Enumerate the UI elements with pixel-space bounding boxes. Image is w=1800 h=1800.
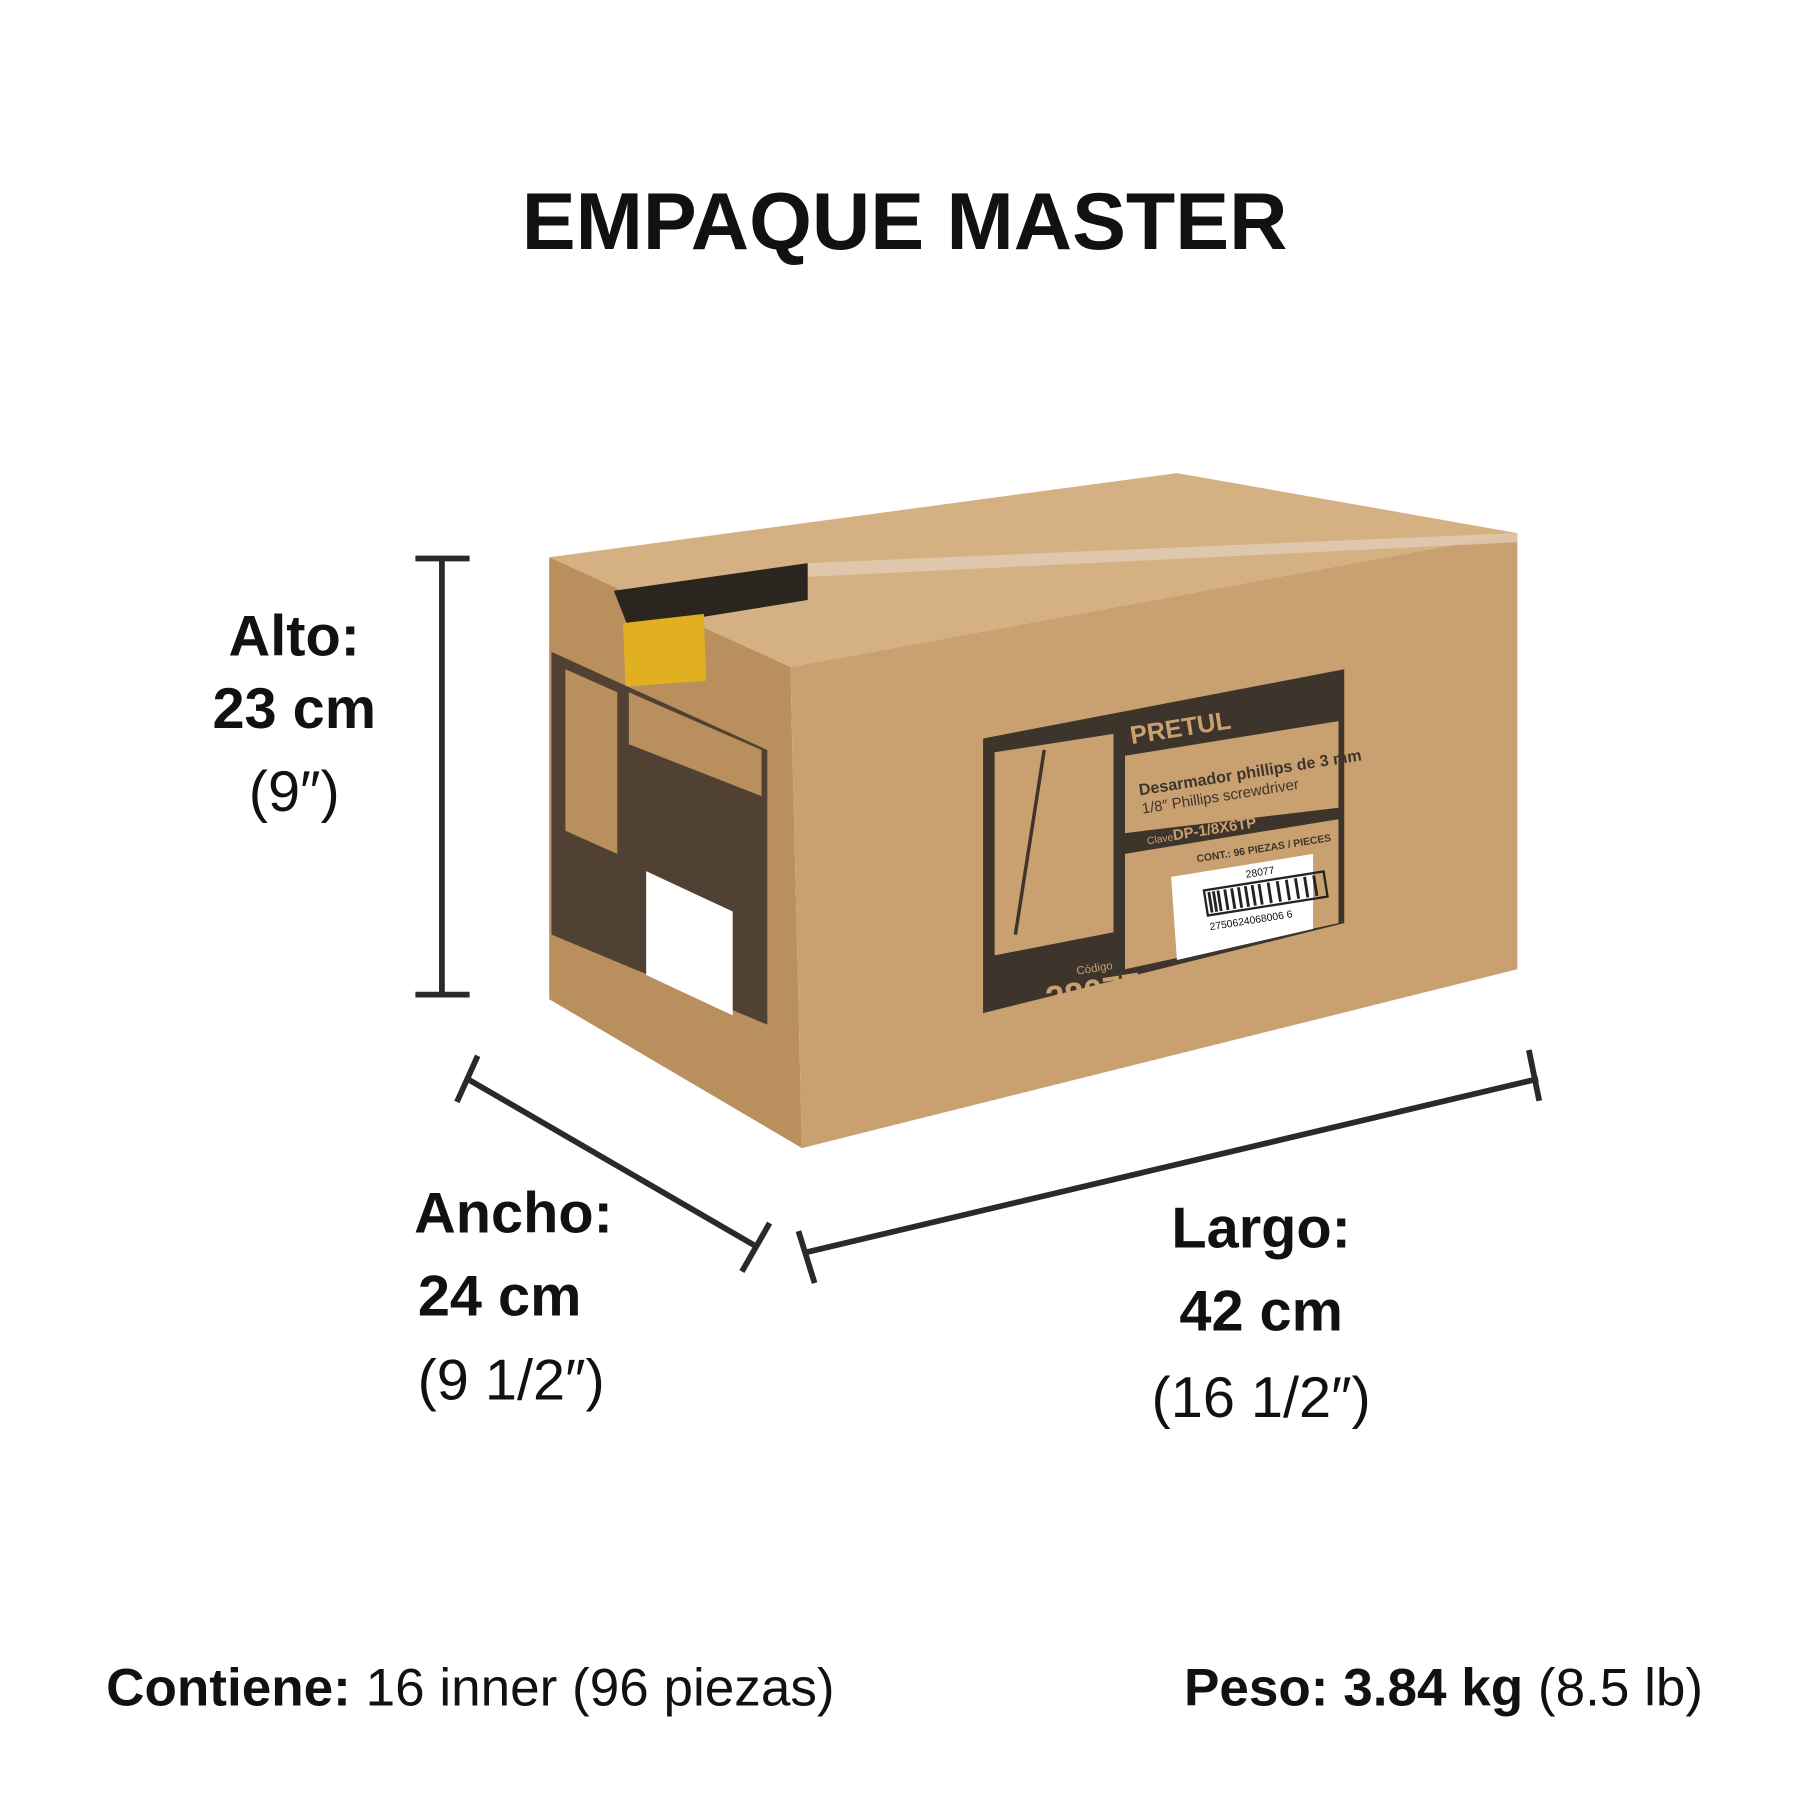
largo-label: Largo:	[1171, 1196, 1350, 1260]
contents-line: Contiene: 16 inner (96 piezas)	[106, 1658, 834, 1717]
box-top	[549, 473, 1518, 667]
barcode-top: 28077	[1245, 865, 1275, 880]
brand-tape	[613, 563, 808, 629]
ancho-imperial: (9 1/2″)	[418, 1349, 605, 1413]
weight-value: 3.84 kg	[1343, 1658, 1523, 1717]
height-dimension-line	[415, 555, 470, 998]
page-title: EMPAQUE MASTER	[522, 177, 1288, 267]
width-dimension-line	[454, 1054, 773, 1273]
ancho-metric: 24 cm	[418, 1264, 582, 1328]
weight-label: Peso:	[1184, 1658, 1329, 1717]
largo-metric: 42 cm	[1179, 1279, 1343, 1343]
alto-metric: 23 cm	[212, 677, 376, 741]
barcode	[1202, 870, 1329, 917]
dimension-lines	[415, 555, 1543, 1284]
clave-label: Clave:	[1146, 832, 1177, 847]
front-label: PRETUL Desarmador phillips de 3 mm 1/8″ …	[983, 669, 1363, 1019]
ancho-label: Ancho:	[414, 1181, 613, 1245]
largo-imperial: (16 1/2″)	[1152, 1366, 1371, 1430]
cardboard-box: PRETUL Desarmador phillips de 3 mm 1/8″ …	[549, 473, 1518, 1149]
yellow-tape	[623, 613, 707, 687]
alto-imperial: (9″)	[249, 760, 340, 824]
codigo-label: Código	[1076, 960, 1114, 978]
weight-line: Peso: 3.84 kg (8.5 lb)	[1184, 1658, 1703, 1717]
length-dimension-line	[795, 1049, 1543, 1284]
contents-label: Contiene:	[106, 1658, 351, 1717]
contents-value: 16 inner (96 piezas)	[366, 1658, 835, 1717]
weight-extra: (8.5 lb)	[1538, 1658, 1703, 1717]
alto-label: Alto:	[229, 604, 360, 668]
screwdriver-icon	[1013, 749, 1046, 935]
